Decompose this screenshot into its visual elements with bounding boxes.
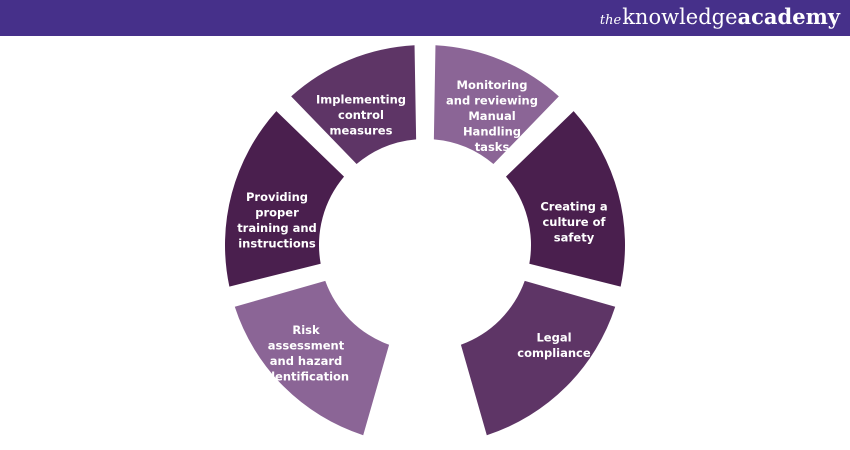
segment-shape-training [225,111,345,287]
segment-label-monitoring: Monitoring [457,78,528,92]
segment-label-legal: Legal [536,330,571,344]
segment-label-monitoring: and reviewing [446,94,538,108]
segment-label-monitoring: Handling [463,125,521,139]
segment-legal: Legal compliance [460,280,616,436]
segment-label-implementing: measures [330,124,393,138]
segment-shape-monitoring [433,45,559,165]
segment-label-risk: identification [263,369,349,383]
segment-label-risk: and hazard [270,354,343,368]
segment-shape-culture [505,111,625,287]
segment-shape-risk [234,280,390,436]
brand-prefix: the [599,13,622,28]
segment-shape-legal [460,280,616,436]
segment-label-culture: safety [554,231,595,245]
segment-label-monitoring: tasks [475,140,510,154]
segment-label-culture: culture of [542,215,606,229]
brand-logo[interactable]: theknowledgeacademy [600,4,840,34]
segment-label-training: instructions [238,236,316,250]
segment-label-risk: Risk [292,323,320,337]
segment-shape-implementing [291,45,417,165]
segment-label-implementing: control [338,108,384,122]
segment-label-monitoring: Manual [468,109,515,123]
header-bar: theknowledgeacademy [0,0,850,36]
segment-label-implementing: Implementing [316,93,406,107]
brand-academy: academy [737,4,840,29]
brand-knowledge: knowledge [622,5,738,29]
segment-label-training: training and [237,221,317,235]
segment-label-risk: assessment [268,338,345,352]
segment-label-training: Providing [246,190,308,204]
segment-label-training: proper [255,205,299,219]
segment-label-legal: compliance [517,346,591,360]
segment-label-culture: Creating a [540,200,607,214]
segment-monitoring: Monitoring and reviewingManualHandlingtas… [433,45,559,165]
